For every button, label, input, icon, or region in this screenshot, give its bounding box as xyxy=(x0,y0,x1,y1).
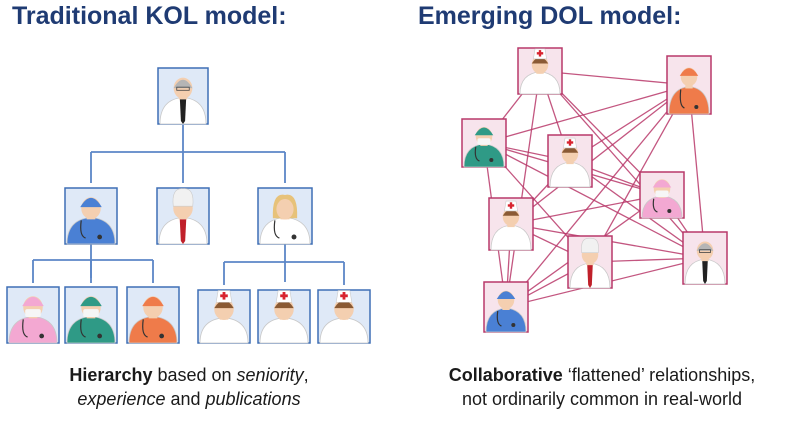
traditional-model-title: Traditional KOL model: xyxy=(12,2,287,30)
dol-surgeon-orange xyxy=(666,55,712,115)
kol-low-surgeon-orange xyxy=(126,286,180,344)
kol-low-nurse-2 xyxy=(257,289,311,344)
dol-nurse-left xyxy=(488,197,534,251)
kol-mid-female-doctor xyxy=(257,187,313,245)
collaborative-caption: Collaborative ‘flattened’ relationships,… xyxy=(448,365,756,409)
dol-nurse-center xyxy=(547,134,593,188)
dol-surgeon-pink xyxy=(639,171,685,219)
kol-low-surgeon-pink xyxy=(6,286,60,344)
kol-mid-doctor xyxy=(156,187,210,245)
people-cards xyxy=(6,47,728,344)
kol-top-doctor xyxy=(157,67,209,125)
dol-nurse-top xyxy=(517,47,563,95)
hierarchy-connectors xyxy=(32,125,345,285)
kol-mid-surgeon xyxy=(64,187,118,245)
dol-doctor-right xyxy=(682,231,728,285)
emerging-model-title: Emerging DOL model: xyxy=(418,2,682,30)
dol-doctor-center xyxy=(567,235,613,289)
dol-surgeon-blue xyxy=(483,281,529,333)
kol-low-nurse-3 xyxy=(317,289,371,344)
dol-surgeon-green xyxy=(461,118,507,168)
hierarchy-caption: Hierarchy based on seniority, experience… xyxy=(69,365,309,409)
kol-low-surgeon-green xyxy=(64,286,118,344)
kol-low-nurse-1 xyxy=(197,289,251,344)
